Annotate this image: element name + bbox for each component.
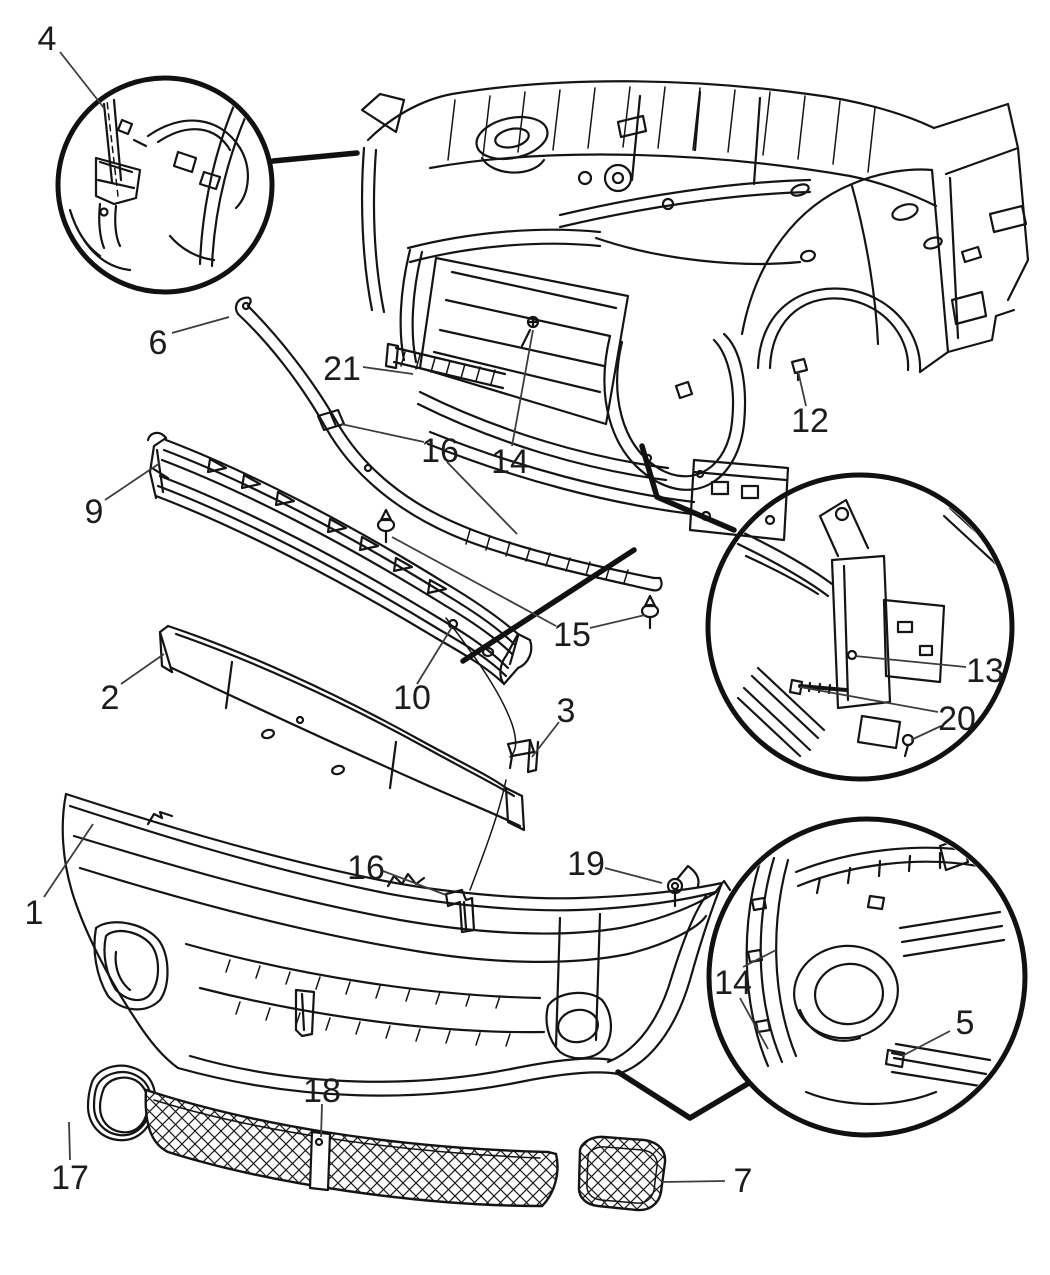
grommet-target-19 xyxy=(666,864,700,908)
part-17-fog-bezel xyxy=(86,1064,157,1142)
leader-6 xyxy=(171,316,230,334)
callout-2: 2 xyxy=(101,679,120,717)
leader-3 xyxy=(531,721,560,758)
pointer-shield-end xyxy=(460,547,637,664)
callout-6: 6 xyxy=(149,324,168,362)
callout-5: 5 xyxy=(956,1004,975,1042)
leader-15-1 xyxy=(391,536,557,627)
leader-9 xyxy=(104,462,161,501)
callout-7: 7 xyxy=(734,1162,753,1200)
callout-9: 9 xyxy=(85,493,104,531)
leader-17 xyxy=(68,1121,71,1161)
callout-10: 10 xyxy=(393,679,431,717)
leader-20-1 xyxy=(799,686,939,713)
leader-13 xyxy=(854,655,967,668)
leader-lines xyxy=(43,51,967,1183)
cowl-hatch xyxy=(400,86,876,385)
leader-16-upper-1 xyxy=(340,423,425,443)
fascia-hatch xyxy=(225,959,511,1047)
leader-2 xyxy=(120,653,165,685)
detail-top-left xyxy=(55,75,275,295)
leader-14-upper xyxy=(511,329,534,447)
part-3-bracket xyxy=(506,738,540,774)
part-7-fog-screen xyxy=(577,1135,667,1212)
leader-16-lower xyxy=(382,870,447,896)
leader-16-upper-2 xyxy=(446,461,518,535)
leader-5 xyxy=(901,1030,951,1057)
callout-16-upper: 16 xyxy=(421,432,459,470)
leader-14-lower-2 xyxy=(739,997,769,1050)
part-2-energy-absorber xyxy=(158,624,526,832)
leader-14-lower-1 xyxy=(742,949,777,968)
callout-16-lower: 16 xyxy=(347,849,385,887)
pointer-right-circle xyxy=(639,443,737,533)
pointer-bottom-circle xyxy=(615,1069,752,1121)
callout-20: 20 xyxy=(938,700,976,738)
leader-10 xyxy=(416,626,453,685)
pointer-top-circle xyxy=(270,150,360,164)
part-1-front-fascia xyxy=(61,792,732,1097)
callout-21: 21 xyxy=(323,350,361,388)
stud-target-13 xyxy=(846,649,858,661)
callout-3: 3 xyxy=(557,692,576,730)
callout-15: 15 xyxy=(553,616,591,654)
grille-tab-target-18 xyxy=(308,1130,332,1192)
vehicle-front-end xyxy=(360,80,1030,542)
callout-13: 13 xyxy=(966,652,1004,690)
detail-circle-rings xyxy=(55,75,1028,1138)
callout-1: 1 xyxy=(25,894,44,932)
leader-12 xyxy=(797,370,807,407)
detail-bottom-right xyxy=(706,816,1028,1138)
pointer-lines xyxy=(270,150,752,1121)
callout-14-lower: 14 xyxy=(714,964,752,1002)
leader-21 xyxy=(362,366,414,375)
locator-curve-3 xyxy=(445,617,517,891)
callout-18: 18 xyxy=(303,1072,341,1110)
callout-12: 12 xyxy=(791,402,829,440)
callout-labels: 4 6 21 14 12 9 16 15 10 2 13 20 1 16 19 3 14 5 17 18 7 xyxy=(25,20,1004,1200)
leader-18 xyxy=(320,1103,323,1138)
callout-14-upper: 14 xyxy=(491,443,529,481)
leader-20-2 xyxy=(910,725,942,741)
leader-4 xyxy=(59,51,105,109)
leader-15-2 xyxy=(589,614,646,629)
part-18-lower-grille xyxy=(144,1088,559,1208)
callout-19: 19 xyxy=(567,845,605,883)
detail-view-fascia-end xyxy=(745,822,1006,1106)
part-6-support-strip xyxy=(234,296,663,592)
callout-17: 17 xyxy=(51,1159,89,1197)
clip-target-5 xyxy=(884,1048,906,1069)
callout-4: 4 xyxy=(38,20,57,58)
detail-middle-right xyxy=(705,472,1015,782)
leader-19 xyxy=(604,867,663,884)
detail-view-rail-bracket xyxy=(736,498,1004,776)
leader-1 xyxy=(43,823,94,898)
leader-7 xyxy=(661,1180,726,1183)
